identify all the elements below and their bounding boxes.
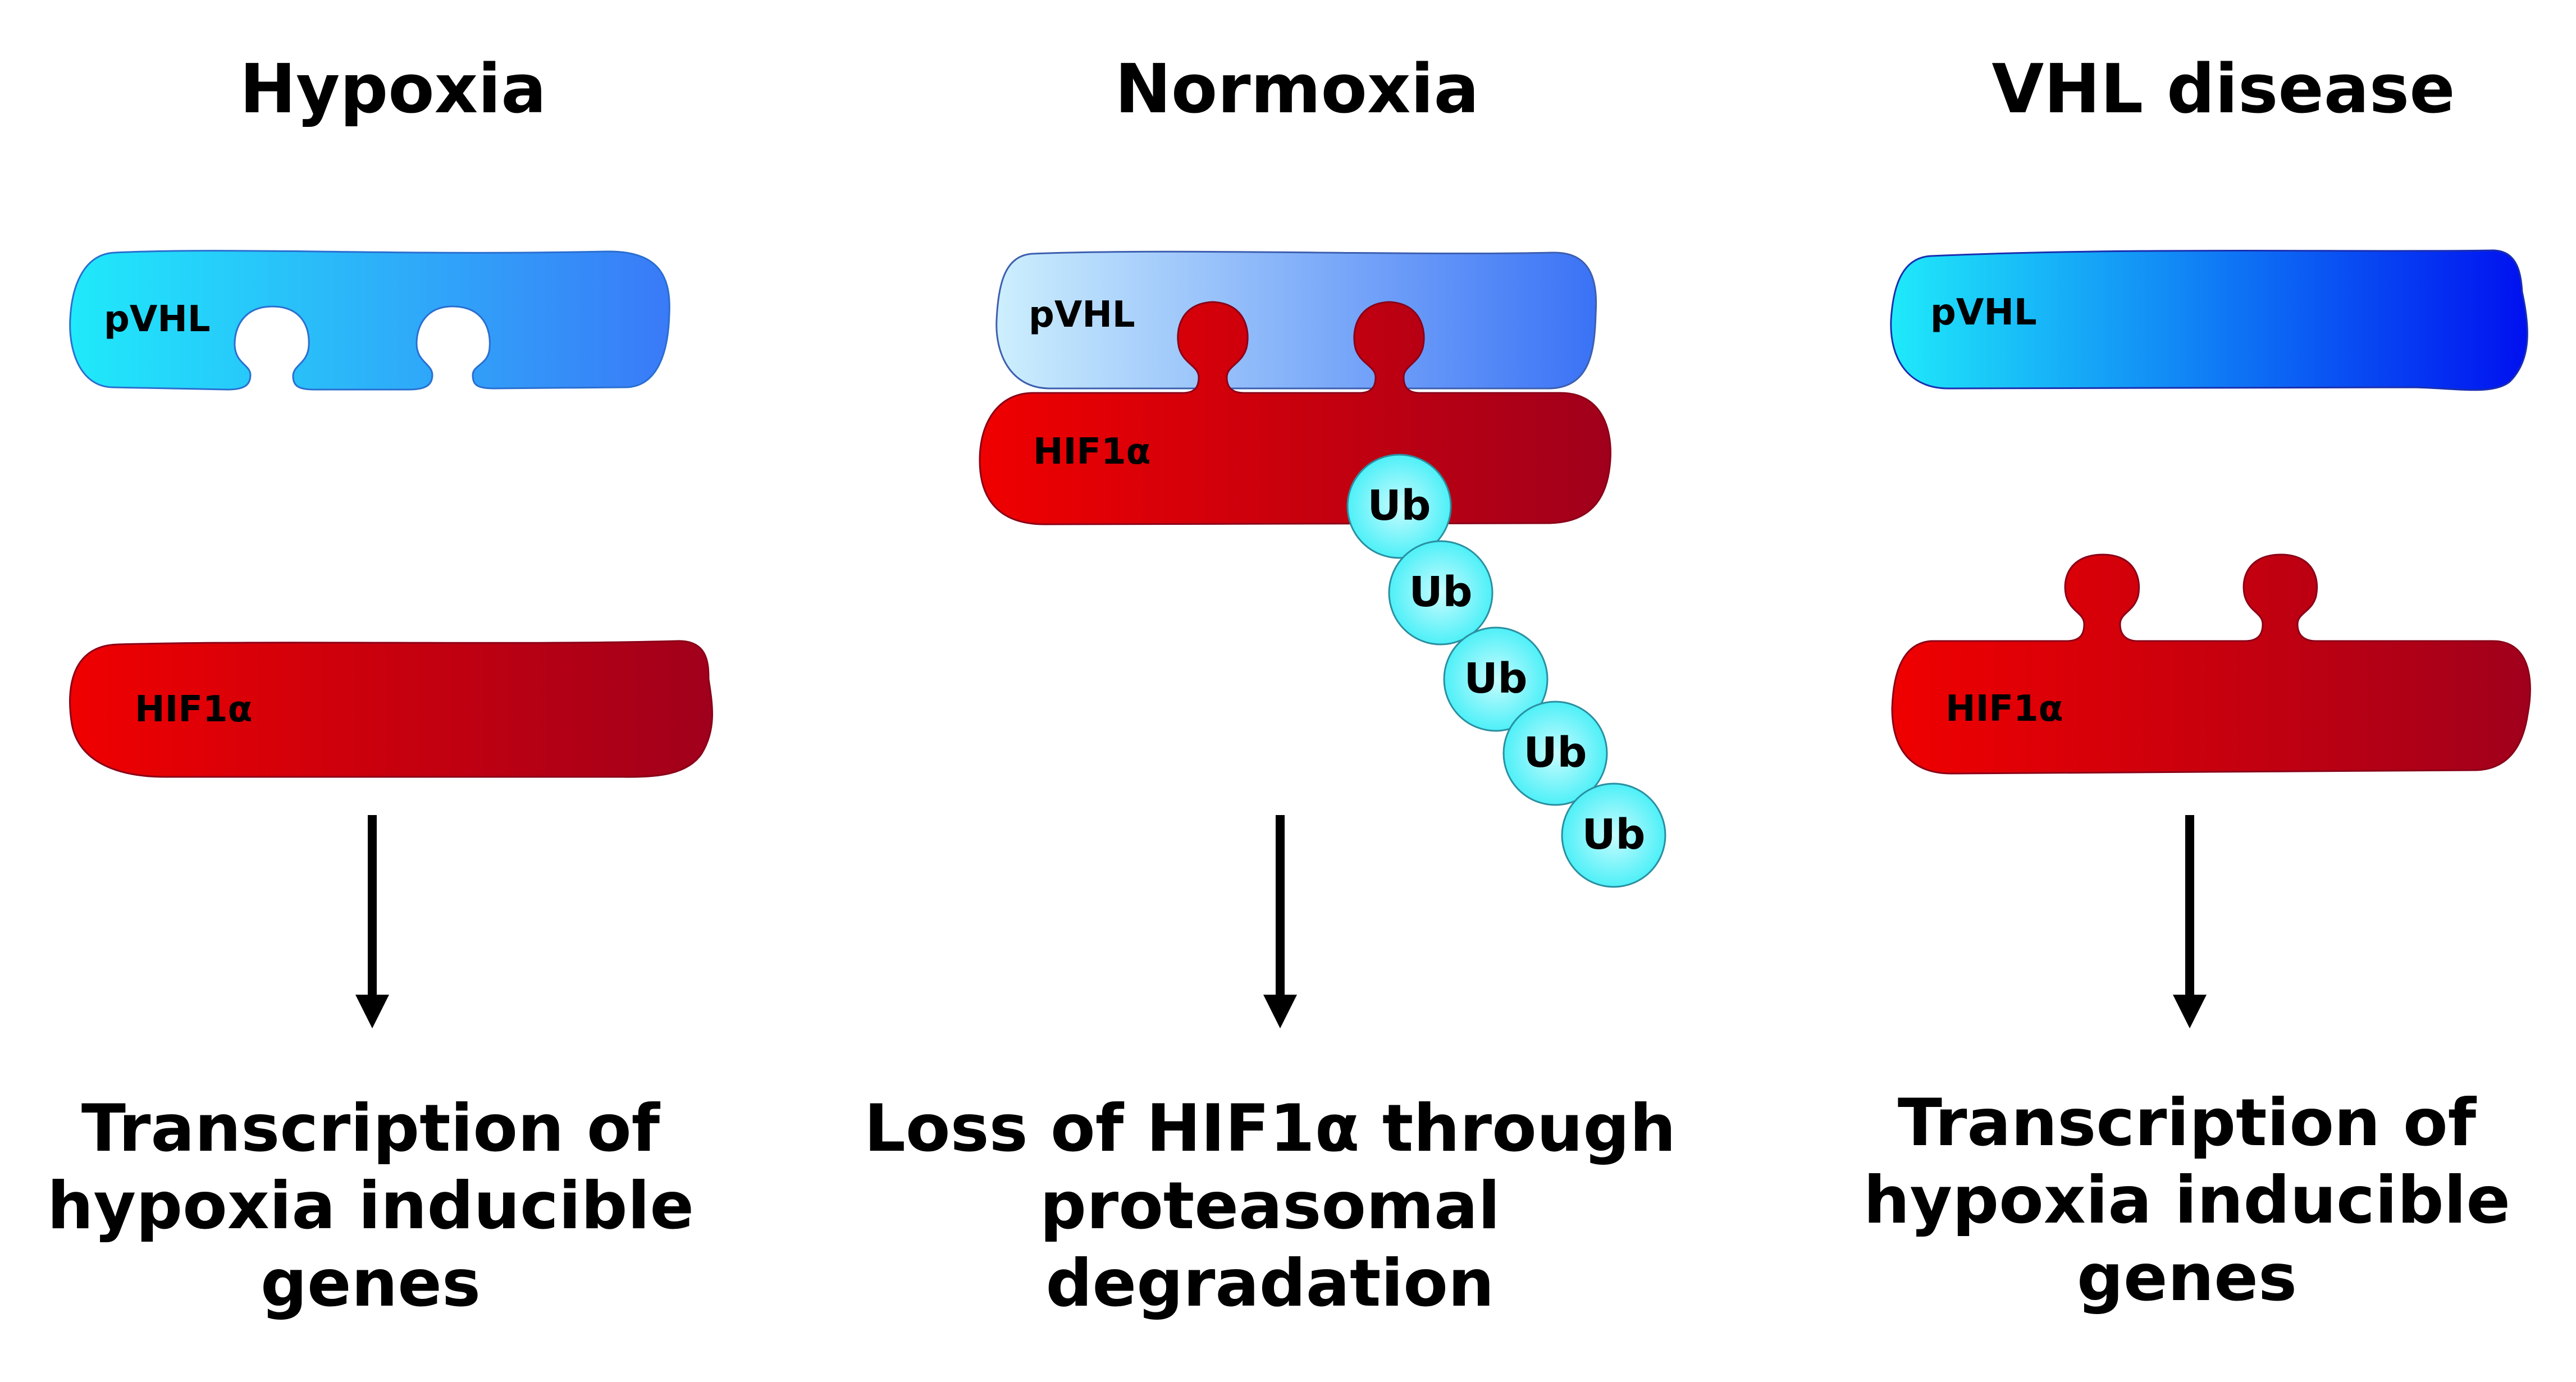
vhl-disease-hif1a-label: HIF1α bbox=[1945, 688, 2063, 730]
ubiquitin-circle-4 bbox=[1502, 701, 1608, 806]
normoxia-pvhl-label: pVHL bbox=[1029, 294, 1135, 336]
vhl-disease-caption-line-1: Transcription of bbox=[1898, 1085, 2477, 1161]
hypoxia-caption-line-3: genes bbox=[261, 1246, 481, 1321]
hypoxia-caption-line-1: Transcription of bbox=[81, 1091, 661, 1166]
normoxia-caption-line-2: proteasomal bbox=[1040, 1168, 1500, 1244]
hypoxia-title: Hypoxia bbox=[240, 51, 547, 129]
vhl-disease-title: VHL disease bbox=[1992, 51, 2455, 129]
vhl-disease-pvhl-protein bbox=[1890, 249, 2528, 391]
normoxia-title: Normoxia bbox=[1115, 51, 1479, 129]
hypoxia-arrow-head bbox=[355, 995, 389, 1028]
ubiquitin-label-5: Ub bbox=[1582, 811, 1645, 859]
vhl-disease-hif1a-protein bbox=[1891, 553, 2531, 775]
ubiquitin-label-1: Ub bbox=[1367, 482, 1431, 530]
ubiquitin-label-3: Ub bbox=[1464, 655, 1527, 703]
ubiquitin-circle-1 bbox=[1346, 454, 1452, 559]
hypoxia-hif1a-protein bbox=[69, 640, 713, 778]
ubiquitin-circle-5 bbox=[1561, 782, 1666, 888]
vhl-disease-arrow-head bbox=[2173, 995, 2207, 1028]
vhl-disease-panel: VHL disease pVHL HIF1α Transcription of … bbox=[1864, 51, 2531, 1316]
vhl-disease-caption-line-3: genes bbox=[2077, 1240, 2297, 1316]
ubiquitin-label-4: Ub bbox=[1523, 729, 1587, 777]
hypoxia-panel: Hypoxia pVHL HIF1α Transcription of hypo… bbox=[47, 51, 713, 1321]
ubiquitin-label-2: Ub bbox=[1409, 568, 1472, 616]
normoxia-pvhl-protein bbox=[995, 250, 1597, 390]
normoxia-arrow-head bbox=[1263, 995, 1297, 1028]
normoxia-hif1a-label: HIF1α bbox=[1033, 431, 1151, 473]
normoxia-caption-line-1: Loss of HIF1α through bbox=[864, 1091, 1676, 1166]
hypoxia-hif1a-label: HIF1α bbox=[135, 689, 253, 730]
vhl-disease-pvhl-label: pVHL bbox=[1930, 292, 2037, 333]
ubiquitin-circle-2 bbox=[1388, 540, 1493, 646]
normoxia-panel: Normoxia pVHL HIF1α Ub Ub Ub Ub Ub Loss … bbox=[864, 51, 1676, 1321]
normoxia-hif1a-protein bbox=[979, 301, 1611, 525]
hypoxia-pvhl-protein bbox=[69, 250, 670, 391]
hypoxia-pvhl-label: pVHL bbox=[104, 299, 211, 340]
normoxia-caption-line-3: degradation bbox=[1045, 1246, 1494, 1321]
vhl-disease-caption-line-2: hypoxia inducible bbox=[1864, 1163, 2510, 1238]
hypoxia-caption-line-2: hypoxia inducible bbox=[47, 1168, 694, 1244]
ubiquitin-circle-3 bbox=[1443, 626, 1549, 732]
ubiquitin-chain: Ub Ub Ub Ub Ub bbox=[1346, 454, 1666, 888]
